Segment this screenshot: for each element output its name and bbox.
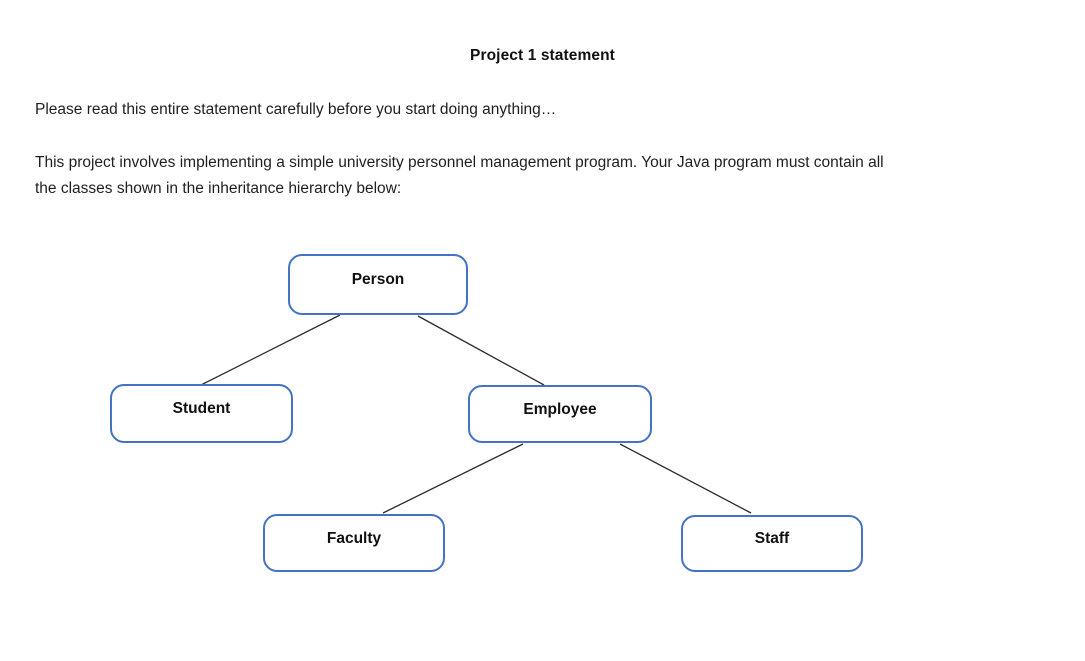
body-paragraph-line1: This project involves implementing a sim… bbox=[35, 154, 884, 171]
diagram-node-staff-label: Staff bbox=[754, 530, 790, 547]
connector-employee-staff bbox=[619, 443, 752, 514]
diagram-node-student: Student bbox=[110, 384, 293, 443]
connector-person-employee bbox=[417, 315, 545, 386]
connector-employee-faculty bbox=[382, 443, 524, 514]
diagram-node-faculty: Faculty bbox=[263, 514, 445, 572]
body-paragraph: This project involves implementing a sim… bbox=[35, 150, 1065, 202]
intro-paragraph: Please read this entire statement carefu… bbox=[35, 101, 557, 118]
diagram-node-employee-label: Employee bbox=[523, 400, 597, 418]
diagram-node-person: Person bbox=[288, 254, 468, 315]
diagram-node-student-label: Student bbox=[172, 400, 231, 417]
diagram-node-employee: Employee bbox=[468, 385, 652, 443]
diagram-node-person-label: Person bbox=[351, 271, 405, 288]
body-paragraph-line2: the classes shown in the inheritance hie… bbox=[35, 180, 402, 197]
connector-person-student bbox=[200, 314, 341, 386]
document-title: Project 1 statement bbox=[470, 47, 615, 64]
diagram-node-staff: Staff bbox=[681, 515, 863, 572]
diagram-node-faculty-label: Faculty bbox=[326, 529, 382, 547]
